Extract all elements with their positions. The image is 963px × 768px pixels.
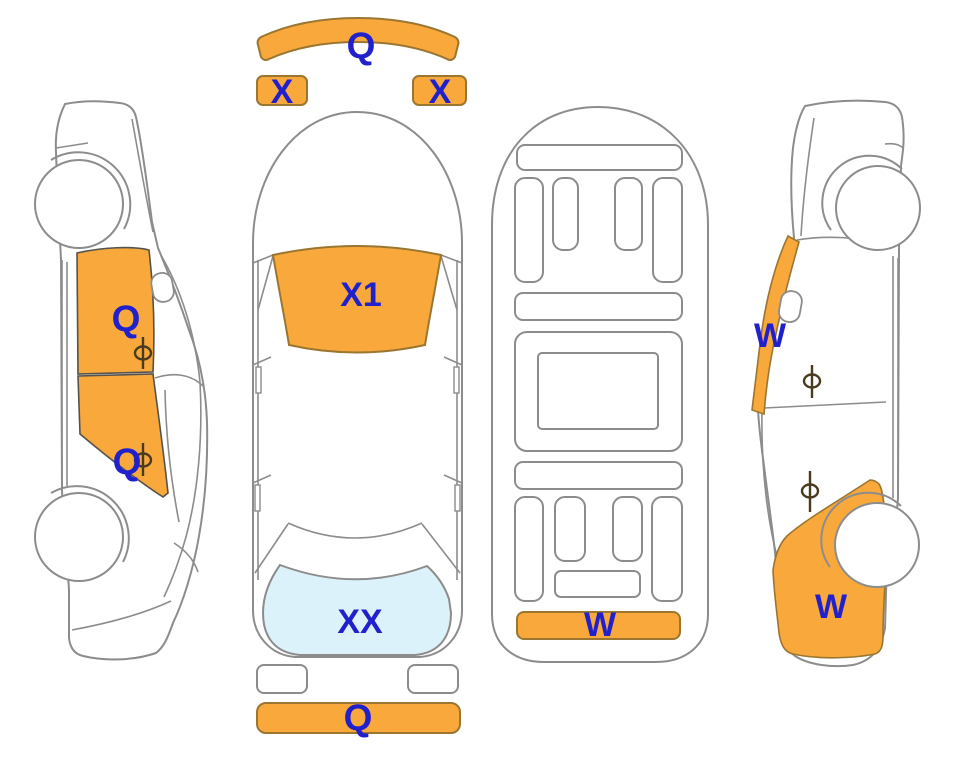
front-door-handle [802,365,822,398]
rear-wheel [34,492,124,582]
headlight-left-label: X [271,73,294,111]
rear-wheel-arch [50,485,130,563]
rear-rail-outer-right [651,496,683,602]
door-handle-seam-left-front [255,366,262,394]
front-crossmember [516,144,683,171]
left-side-view: Q Q [34,100,209,661]
headlight-left-panel[interactable] [256,75,308,106]
rear-bumper-panel[interactable] [256,702,461,734]
front-wheel [835,165,921,251]
rear-crossmember [514,461,683,490]
headlight-right-panel[interactable] [412,75,467,106]
front-rail-outer-right [652,177,683,283]
front-door-label: Q [112,298,141,339]
front-bumper-label: Q [347,25,376,66]
door-handle-seam-right-front [453,366,460,394]
rear-door-label: Q [113,441,142,482]
windshield-label: X1 [340,276,382,314]
headlight-right-label: X [429,73,452,111]
door-handle-seam-left-rear [254,484,261,512]
right-side-view: W W [751,99,921,668]
rear-door-handle [133,443,153,476]
rear-panel-label: W [584,606,617,644]
mid-crossmember [514,292,683,321]
rear-rail-inner-left [554,496,586,562]
top-view: Q X X X1 XX Q [252,17,467,738]
front-door-panel[interactable] [76,246,155,375]
body-seam-lines [55,118,204,631]
body-seam-lines [252,254,463,580]
front-rail-inner-left [552,177,579,251]
side-mirror [150,271,175,303]
trunk-label: XX [337,603,383,641]
front-rail-inner-right [614,177,643,251]
rear-rail-outer-left [514,496,544,602]
front-bumper-panel[interactable] [256,17,460,62]
rear-wheel [834,502,920,588]
rear-bumper-label: Q [344,697,373,738]
frame-members [514,144,683,602]
side-mirror [778,290,803,323]
underbody-view: W [491,105,709,663]
taillight-right [407,664,459,694]
floor-pan-inner [537,352,659,430]
rear-wheel-arch [820,491,902,568]
windshield-panel[interactable] [271,245,443,354]
rear-panel[interactable] [516,611,681,640]
car-body-outline [252,110,463,658]
front-wheel [34,159,124,249]
door-handle-seam-right-rear [454,484,461,512]
rear-rail-inner-right [612,496,643,562]
front-door-handle [133,337,153,369]
front-wheel-arch [821,154,903,231]
roof-side-rail-label: W [754,317,787,355]
rear-quarter-label: W [815,588,848,626]
trunk-panel[interactable] [261,563,453,656]
taillight-left [256,664,308,694]
front-rail-outer-left [514,177,544,283]
rear-door-handle [800,471,820,512]
front-wheel-arch [50,151,132,230]
rear-valance-member [554,570,641,598]
